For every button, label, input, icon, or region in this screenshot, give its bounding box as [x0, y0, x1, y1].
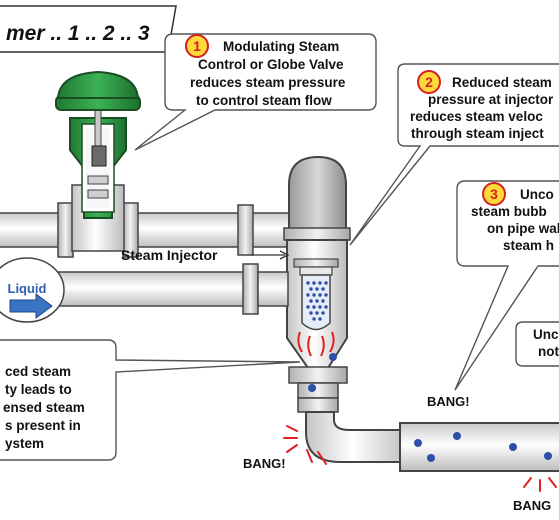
steam-bubble [308, 384, 316, 392]
nozzle-holes [306, 281, 328, 321]
callout-3-badge [482, 182, 506, 206]
callout-5-line: Unc [533, 327, 559, 342]
callout-3-line: Unco [520, 187, 554, 202]
callout-4-line: ty leads to [5, 382, 72, 397]
steam-jet-marks [297, 331, 335, 357]
callout-4-line: ced steam [5, 364, 71, 379]
bang-label: BANG! [427, 394, 470, 409]
liquid-label: Liquid [8, 281, 47, 296]
callout-3-number: 3 [490, 186, 498, 202]
steam-bubble [329, 353, 337, 361]
steam-injector-label: Steam Injector [121, 247, 218, 263]
callout-1-line: Modulating Steam [223, 39, 339, 54]
page-title: mer .. 1 .. 2 .. 3 [6, 22, 150, 45]
steam-injector-pointer [251, 250, 290, 260]
callout-2-badge [417, 70, 441, 94]
bang-burst-icon [283, 425, 327, 465]
callout-5: Unc not [515, 321, 559, 367]
callout-1-number: 1 [193, 38, 201, 54]
callout-4-line: ensed steam [3, 400, 85, 415]
liquid-inlet-pipe: Liquid [0, 257, 289, 323]
callout-2-line: pressure at injector [428, 92, 554, 107]
discharge-pipe [305, 411, 559, 472]
liquid-flow-arrow-icon [9, 293, 53, 319]
callout-1-line: to control steam flow [196, 93, 332, 108]
globe-valve [55, 70, 141, 252]
callout-1-badge [185, 34, 209, 58]
callout-2-line: reduces steam veloc [410, 109, 543, 124]
callout-1-line: reduces steam pressure [190, 75, 346, 90]
callout-2-line: Reduced steam [452, 75, 552, 90]
steam-supply-pipe [0, 202, 316, 258]
callout-2-line: through steam inject [411, 126, 544, 141]
callout-1: 1 Modulating Steam Control or Globe Valv… [134, 33, 377, 151]
bang-label: BANG [513, 498, 551, 513]
callout-4-line: s present in [5, 418, 81, 433]
callout-2-number: 2 [425, 74, 433, 90]
callout-3-line: steam h [503, 238, 554, 253]
title-box: mer .. 1 .. 2 .. 3 [0, 5, 177, 53]
callout-4-line: ystem [5, 436, 44, 451]
steam-injector-body [283, 155, 351, 413]
bang-burst-icon [523, 477, 557, 492]
callout-1-line: Control or Globe Valve [198, 57, 344, 72]
callout-5-line: not [538, 344, 559, 359]
bang-label: BANG! [243, 456, 286, 471]
callout-2: 2 Reduced steam pressure at injector red… [349, 63, 559, 246]
callout-3: 3 Unco steam bubb on pipe wal steam h [454, 180, 559, 391]
callout-3-line: steam bubb [471, 204, 547, 219]
callout-4: ced steam ty leads to ensed steam s pres… [0, 339, 301, 461]
callout-3-line: on pipe wal [487, 221, 559, 236]
